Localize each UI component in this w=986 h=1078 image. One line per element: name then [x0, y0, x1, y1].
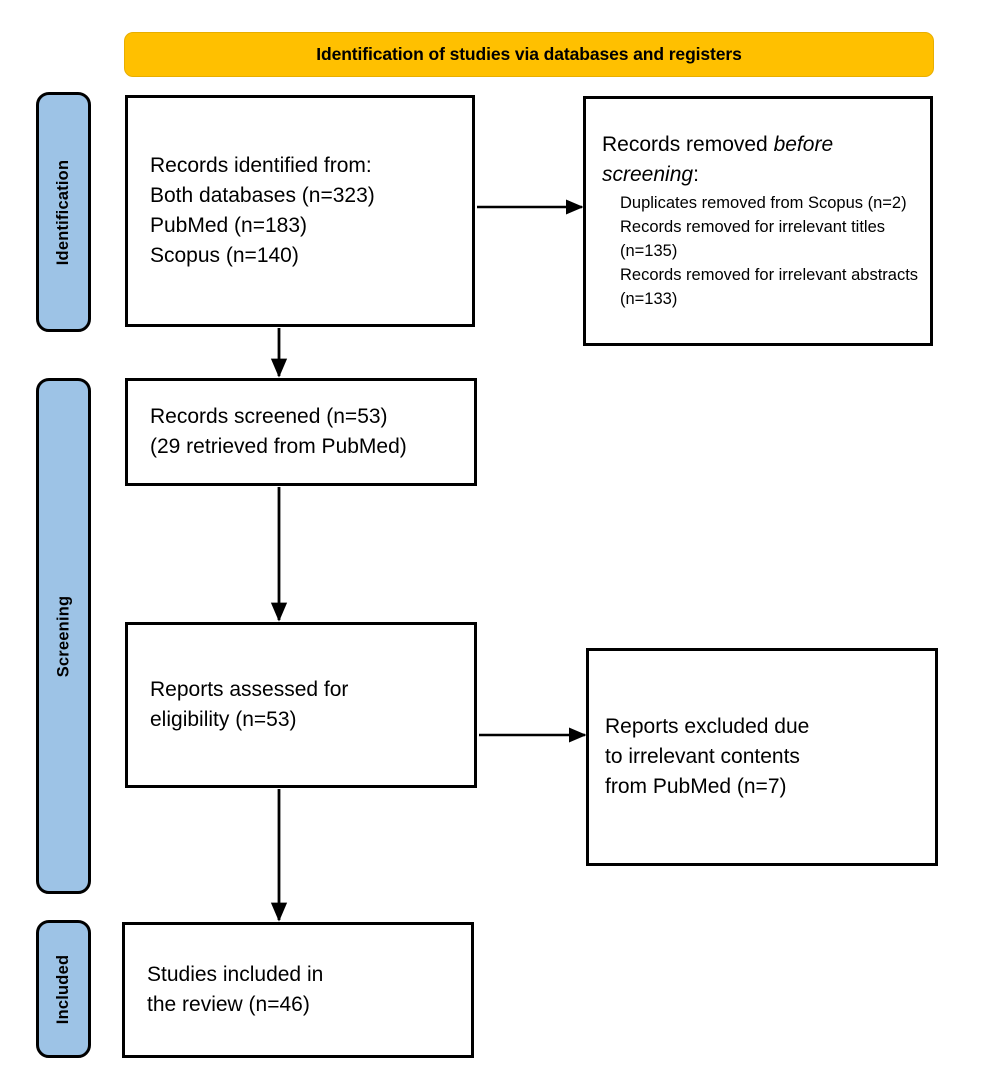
box-records-removed-heading: Records removed before screening:: [586, 130, 930, 192]
box-reports-assessed-text: Reports assessed for eligibility (n=53): [150, 678, 349, 731]
stage-label-identification: Identification: [54, 159, 72, 265]
box-studies-included: Studies included in the review (n=46): [122, 922, 474, 1058]
box-records-identified: Records identified from: Both databases …: [125, 95, 475, 327]
box-records-removed: Records removed before screening: Duplic…: [583, 96, 933, 346]
phase-banner-label: Identification of studies via databases …: [316, 43, 742, 64]
box-records-screened: Records screened (n=53) (29 retrieved fr…: [125, 378, 477, 486]
stage-label-included: Included: [54, 954, 72, 1024]
box-records-removed-items: Duplicates removed from Scopus (n=2) Rec…: [620, 194, 919, 308]
box-reports-excluded: Reports excluded due to irrelevant conte…: [586, 648, 938, 866]
heading-italic: before screening: [602, 133, 834, 187]
heading-suffix: :: [693, 163, 699, 187]
box-reports-excluded-text: Reports excluded due to irrelevant conte…: [605, 715, 810, 798]
box-studies-included-text: Studies included in the review (n=46): [147, 963, 324, 1016]
stage-bar-included: Included: [36, 920, 91, 1058]
heading-prefix: Records removed: [602, 133, 774, 157]
stage-label-screening: Screening: [54, 595, 73, 677]
box-records-identified-text: Records identified from: Both databases …: [150, 154, 375, 267]
phase-banner-identification: Identification of studies via databases …: [124, 32, 934, 77]
box-reports-assessed: Reports assessed for eligibility (n=53): [125, 622, 477, 788]
stage-bar-screening: Screening: [36, 378, 91, 894]
stage-bar-identification: Identification: [36, 92, 91, 332]
box-records-screened-text: Records screened (n=53) (29 retrieved fr…: [150, 405, 407, 458]
